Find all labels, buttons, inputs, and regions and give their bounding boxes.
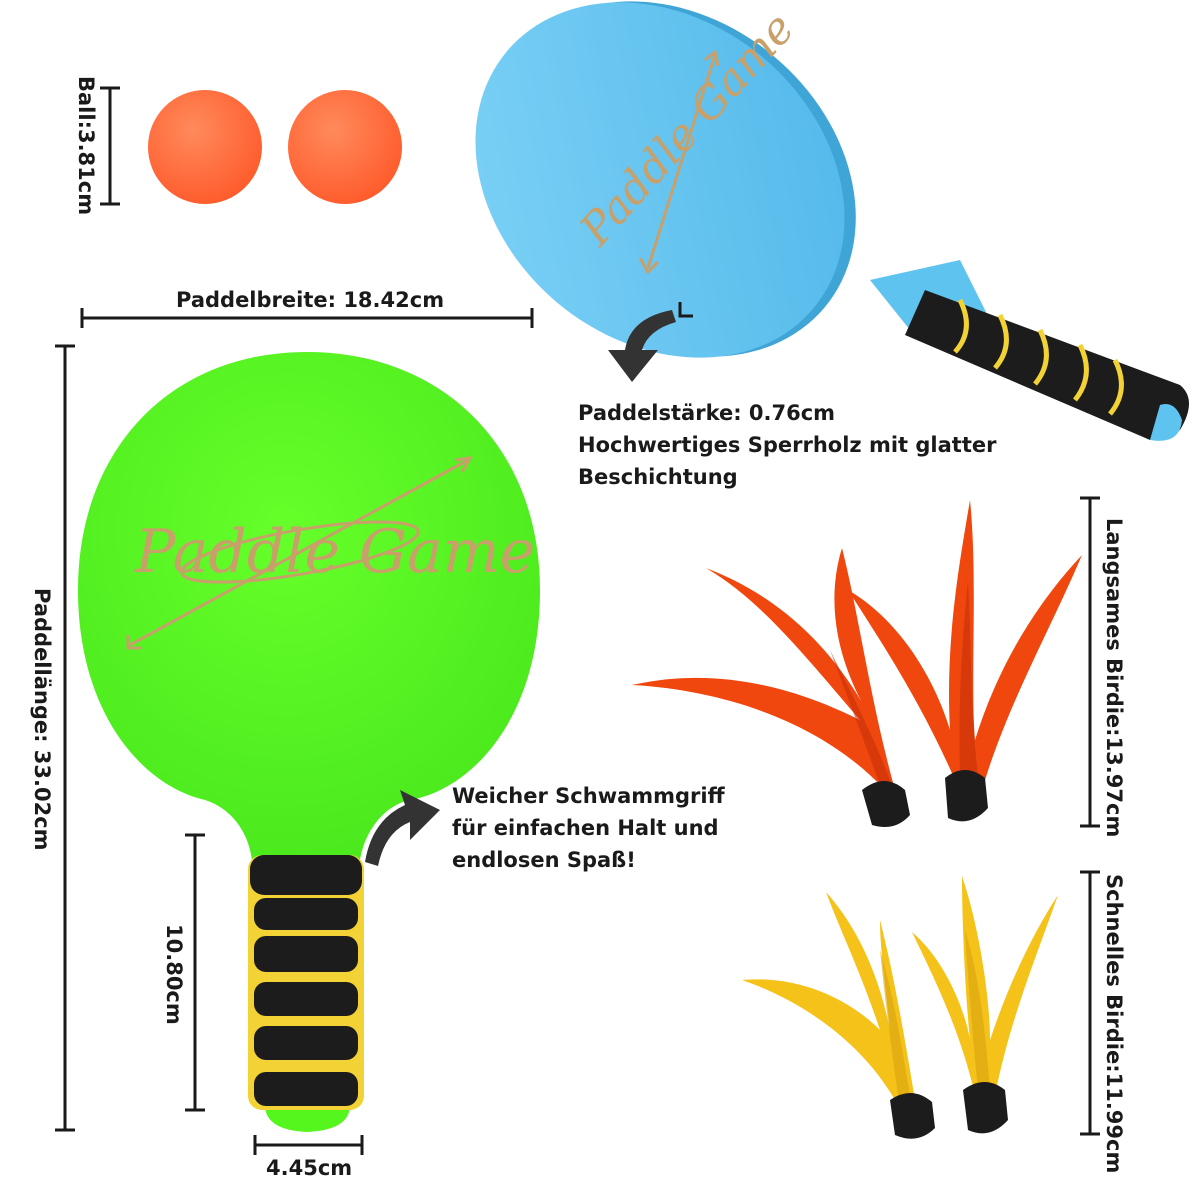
thickness-callout-line: Beschichtung [578, 465, 738, 489]
grip-length-dimension-line [185, 833, 205, 1112]
curved-arrow-icon [608, 310, 676, 382]
grip-length-label: 10.80cm [162, 924, 186, 1025]
paddle-length-dimension-line [55, 344, 75, 1132]
fast-birdie-label: Schnelles Birdie:11.99cm [1102, 874, 1126, 1174]
slow-birdie [848, 500, 1082, 822]
fast-birdie [742, 892, 935, 1139]
green-paddle-grip [248, 855, 364, 1110]
thickness-callout-line: Paddelstärke: 0.76cm [578, 401, 836, 425]
ball-size-label: Ball:3.81cm [74, 76, 98, 216]
dimension-bracket-icon [678, 302, 693, 318]
paddle-width-dimension-line [80, 308, 534, 328]
fast-birdie-dimension-line [1080, 870, 1100, 1136]
paddle-length-label: Paddellänge: 33.02cm [30, 588, 54, 851]
grip-width-label: 4.45cm [266, 1156, 353, 1180]
fast-birdie [912, 876, 1058, 1134]
thickness-callout: Paddelstärke: 0.76cm Hochwertiges Sperrh… [578, 397, 996, 493]
grip-width-dimension-line [253, 1135, 364, 1155]
thickness-callout-line: Hochwertiges Sperrholz mit glatter [578, 433, 997, 457]
ball [148, 90, 262, 204]
blue-paddle: Paddle Game [475, 1, 1189, 441]
green-paddle: Paddle Game [78, 352, 540, 1132]
grip-callout-line: Weicher Schwammgriff [452, 784, 725, 808]
blue-paddle-grip [905, 290, 1189, 441]
slow-birdie-label: Langsames Birdie:13.97cm [1102, 518, 1126, 838]
grip-callout-line: für einfachen Halt und [452, 816, 719, 840]
green-paddle-logo: Paddle Game [134, 517, 535, 587]
grip-callout: Weicher Schwammgriff für einfachen Halt … [452, 780, 725, 876]
paddle-width-label: Paddelbreite: 18.42cm [176, 288, 445, 312]
slow-birdie [632, 548, 910, 828]
grip-callout-line: endlosen Spaß! [452, 848, 636, 872]
ball [288, 90, 402, 204]
curved-arrow-icon [365, 790, 440, 866]
ball-dimension-line [100, 86, 120, 206]
slow-birdie-dimension-line [1080, 496, 1100, 828]
